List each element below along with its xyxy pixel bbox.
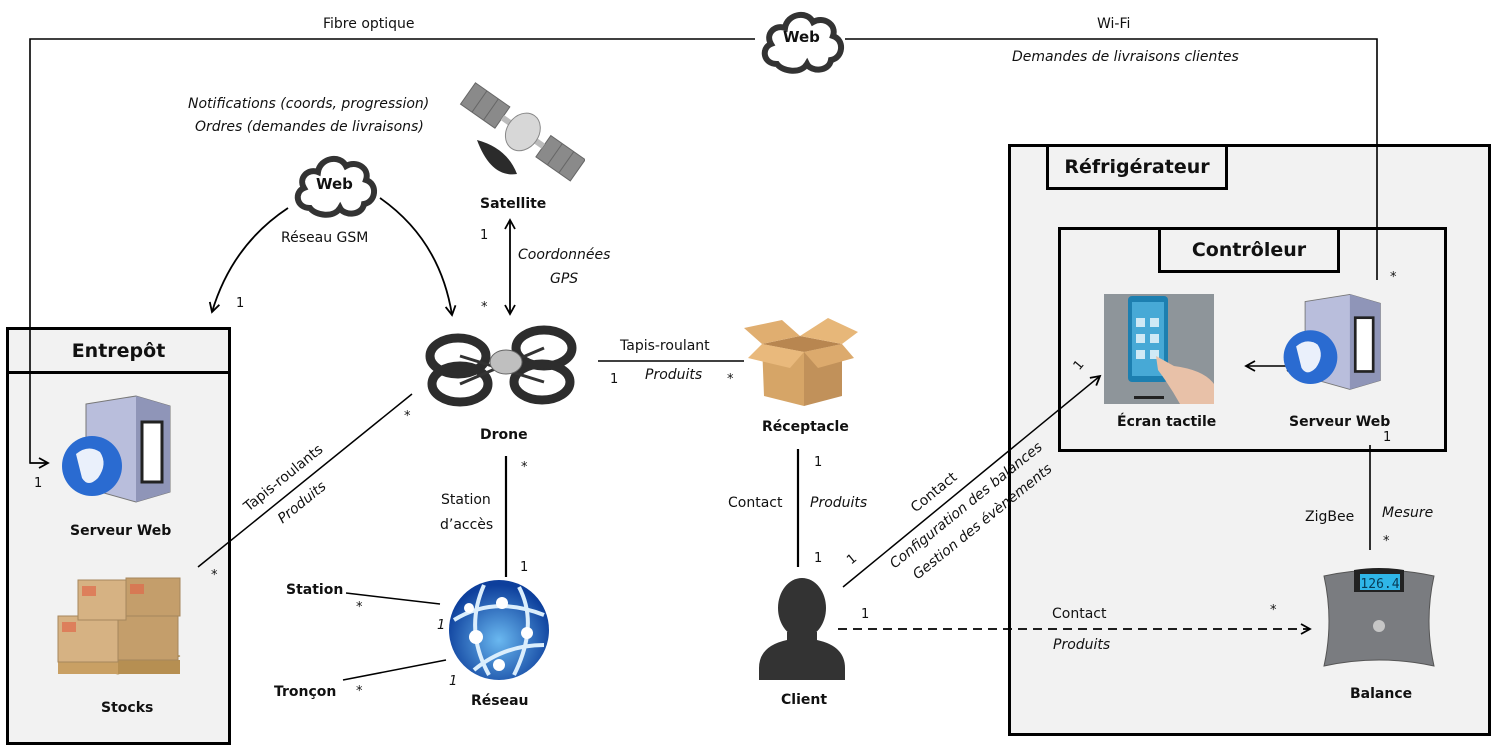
wifi-label: Wi-Fi [1097,16,1131,32]
balance-name: Balance [1350,686,1413,702]
drone-station-mult-drone: * [521,460,528,475]
drone-station-mult-reseau: 1 [520,560,529,575]
drone-stocks-link [197,393,413,568]
entrepot-title: Entrepôt [6,327,231,374]
wifi-flow-label: Demandes de livraisons clientes [1012,49,1239,65]
zigbee-label: ZigBee [1305,509,1355,525]
gsm-flow-line1: Notifications (coords, progression) [188,96,430,112]
reseau-troncon-mult-reseau: 1 [449,674,458,689]
drone-receptacle-label: Tapis-roulant [620,338,710,354]
controleur-title: Contrôleur [1158,227,1340,273]
gsm-mult-entrepot: 1 [236,296,245,311]
receptacle-box-icon [744,318,858,406]
zigbee-mult-balance: * [1383,534,1390,549]
stocks-icon [57,577,181,675]
drone-receptacle-mult-drone: 1 [610,372,619,387]
fridge-server-mult-balance: 1 [1383,430,1392,445]
drone-icon [425,325,577,407]
entrepot-server-name: Serveur Web [70,523,172,539]
receptacle-client-flow: Produits [810,495,868,511]
sat-flow-line1: Coordonnées [518,247,611,263]
reseau-station-mult-reseau: 1 [437,618,446,633]
zigbee-flow: Mesure [1382,505,1434,521]
touch-screen-name: Écran tactile [1117,414,1217,430]
sat-flow-line2: GPS [550,271,579,287]
client-balance-label: Contact [1052,606,1107,622]
reseau-station-mult: * [356,600,363,615]
drone-receptacle-mult-receptacle: * [727,372,734,387]
balance-display: 126.4 [1360,577,1399,592]
refrigerateur-title: Réfrigérateur [1046,144,1228,190]
gsm-to-entrepot [208,207,289,314]
drone-stock-mult-drone: * [404,409,411,424]
client-name: Client [781,692,828,708]
client-balance-flow: Produits [1053,637,1111,653]
gsm-flow-line2: Ordres (demandes de livraisons) [195,119,424,135]
client-balance-mult-balance: * [1270,603,1277,618]
receptacle-client-label: Contact [728,495,783,511]
client-screen-link [842,374,1102,588]
balance-scale-icon: 126.4 [1323,568,1435,667]
reseau-globe-icon [449,580,549,680]
reseau-troncon-mult: * [356,684,363,699]
wifi-link [845,38,1378,280]
stocks-name: Stocks [101,700,154,716]
troncon-reseau-link [342,659,447,681]
drone-station-line1: Station [441,492,491,508]
client-balance-mult-client: 1 [861,607,870,622]
reseau-troncon: Tronçon [274,684,337,700]
fridge-server-name: Serveur Web [1289,414,1391,430]
fridge-web-server-icon [1283,293,1381,390]
satellite-icon [459,82,585,182]
drone-station-line2: d’accès [440,517,494,533]
client-person-icon [759,578,845,680]
gsm-cloud-label: Web [316,175,353,193]
fridge-server-mult-wifi: * [1390,270,1397,285]
fibre-label: Fibre optique [323,16,415,32]
web-server-icon [62,395,171,503]
reseau-name: Réseau [471,693,529,709]
sat-mult-drone: * [481,300,488,315]
receptacle-client-mult-client: 1 [814,551,823,566]
sat-mult-sat: 1 [480,228,489,243]
drone-stock-mult-stocks: * [211,568,218,583]
gsm-to-drone [379,197,457,317]
web-cloud-icon [761,11,844,74]
station-reseau-link [345,592,441,605]
gsm-cloud-icon [294,155,377,218]
receptacle-client-mult-receptacle: 1 [814,455,823,470]
drone-name: Drone [480,427,528,443]
web-cloud-label: Web [783,28,820,46]
touch-screen-icon [1104,294,1214,404]
gsm-network-label: Réseau GSM [281,230,369,246]
entrepot-container [6,327,231,745]
receptacle-name: Réceptacle [762,419,849,435]
drone-receptacle-flow: Produits [645,367,703,383]
entrepot-server-mult: 1 [34,476,43,491]
reseau-station: Station [286,582,344,598]
satellite-name: Satellite [480,196,547,212]
